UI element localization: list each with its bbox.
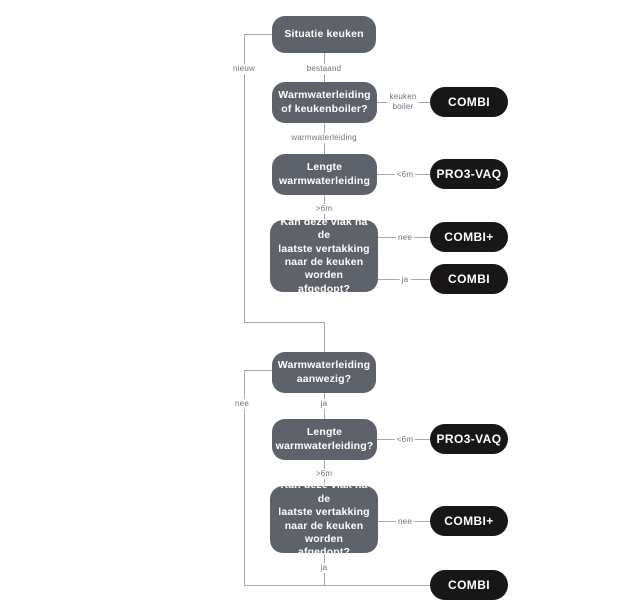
edge-label-lt6m-bottom: <6m — [394, 435, 416, 445]
node-lengte-warmwaterleiding-2[interactable]: Lengte warmwaterleiding? — [272, 419, 377, 460]
result-combi-keukenboiler-label: COMBI — [448, 95, 490, 109]
edge-label-gt6m-top: >6m — [313, 204, 335, 214]
edge-label-ja-top: ja — [399, 275, 411, 285]
node-warmwaterleiding-of-keukenboiler[interactable]: Warmwaterleiding of keukenboiler? — [272, 82, 377, 123]
node-lengte-warmwaterleiding-label: Lengte warmwaterleiding — [278, 161, 371, 187]
result-pro3-vaq-top-label: PRO3-VAQ — [436, 167, 502, 181]
result-combi-plus-top-label: COMBI+ — [444, 230, 494, 244]
result-combi-bottom[interactable]: COMBI — [430, 570, 508, 600]
edge-label-lt6m-top: <6m — [394, 170, 416, 180]
edge-label-nieuw: nieuw — [231, 64, 257, 74]
edge-line-into-warmwaterleiding-aanwezig — [324, 322, 325, 353]
result-pro3-vaq-bottom-label: PRO3-VAQ — [436, 432, 502, 446]
node-kan-deze-vlak-afgedopt-bottom-label: Kan deze vlak na de laatste vertakking n… — [278, 479, 370, 559]
result-combi-plus-bottom-label: COMBI+ — [444, 514, 494, 528]
node-kan-deze-vlak-afgedopt-top[interactable]: Kan deze vlak na de laatste vertakking n… — [270, 216, 378, 295]
edge-label-nee-top: nee — [396, 233, 414, 243]
node-warmwaterleiding-aanwezig[interactable]: Warmwaterleiding aanwezig? — [272, 352, 376, 393]
result-pro3-vaq-bottom[interactable]: PRO3-VAQ — [430, 424, 508, 454]
edge-line-nieuw-vertical — [244, 34, 245, 323]
edge-label-keuken-boiler: keuken boiler — [387, 92, 419, 112]
edge-line-nieuw-to-second-tree — [244, 322, 325, 323]
node-kan-deze-vlak-afgedopt-top-label: Kan deze vlak na de laatste vertakking n… — [278, 215, 370, 295]
result-combi-ja-top[interactable]: COMBI — [430, 264, 508, 294]
node-warmwaterleiding-of-keukenboiler-label: Warmwaterleiding of keukenboiler? — [278, 89, 371, 115]
edge-line-nee-mid-horizontal — [244, 370, 273, 371]
node-situatie-keuken[interactable]: Situatie keuken — [272, 16, 376, 53]
edge-label-nee-bottom: nee — [396, 517, 414, 527]
edge-label-ja-mid: ja — [318, 399, 330, 409]
edge-line-nee-mid-vertical — [244, 370, 245, 586]
result-combi-keukenboiler[interactable]: COMBI — [430, 87, 508, 117]
node-lengte-warmwaterleiding-2-label: Lengte warmwaterleiding? — [275, 426, 374, 452]
edge-label-gt6m-bottom: >6m — [313, 469, 335, 479]
edge-label-ja-bottom: ja — [318, 563, 330, 573]
result-combi-plus-bottom[interactable]: COMBI+ — [430, 506, 508, 536]
node-situatie-keuken-label: Situatie keuken — [284, 27, 364, 40]
edge-label-warmwaterleiding: warmwaterleiding — [289, 133, 359, 143]
result-combi-bottom-label: COMBI — [448, 578, 490, 592]
node-warmwaterleiding-aanwezig-label: Warmwaterleiding aanwezig? — [277, 359, 371, 385]
node-lengte-warmwaterleiding[interactable]: Lengte warmwaterleiding — [272, 154, 377, 195]
edge-line-bottom-merge — [244, 585, 430, 586]
edge-label-bestaand: bestaand — [304, 64, 344, 74]
result-combi-plus-top[interactable]: COMBI+ — [430, 222, 508, 252]
edge-line-nieuw-horizontal — [244, 34, 273, 35]
result-combi-ja-top-label: COMBI — [448, 272, 490, 286]
edge-label-nee-mid: nee — [233, 399, 251, 409]
node-kan-deze-vlak-afgedopt-bottom[interactable]: Kan deze vlak na de laatste vertakking n… — [270, 479, 378, 558]
result-pro3-vaq-top[interactable]: PRO3-VAQ — [430, 159, 508, 189]
